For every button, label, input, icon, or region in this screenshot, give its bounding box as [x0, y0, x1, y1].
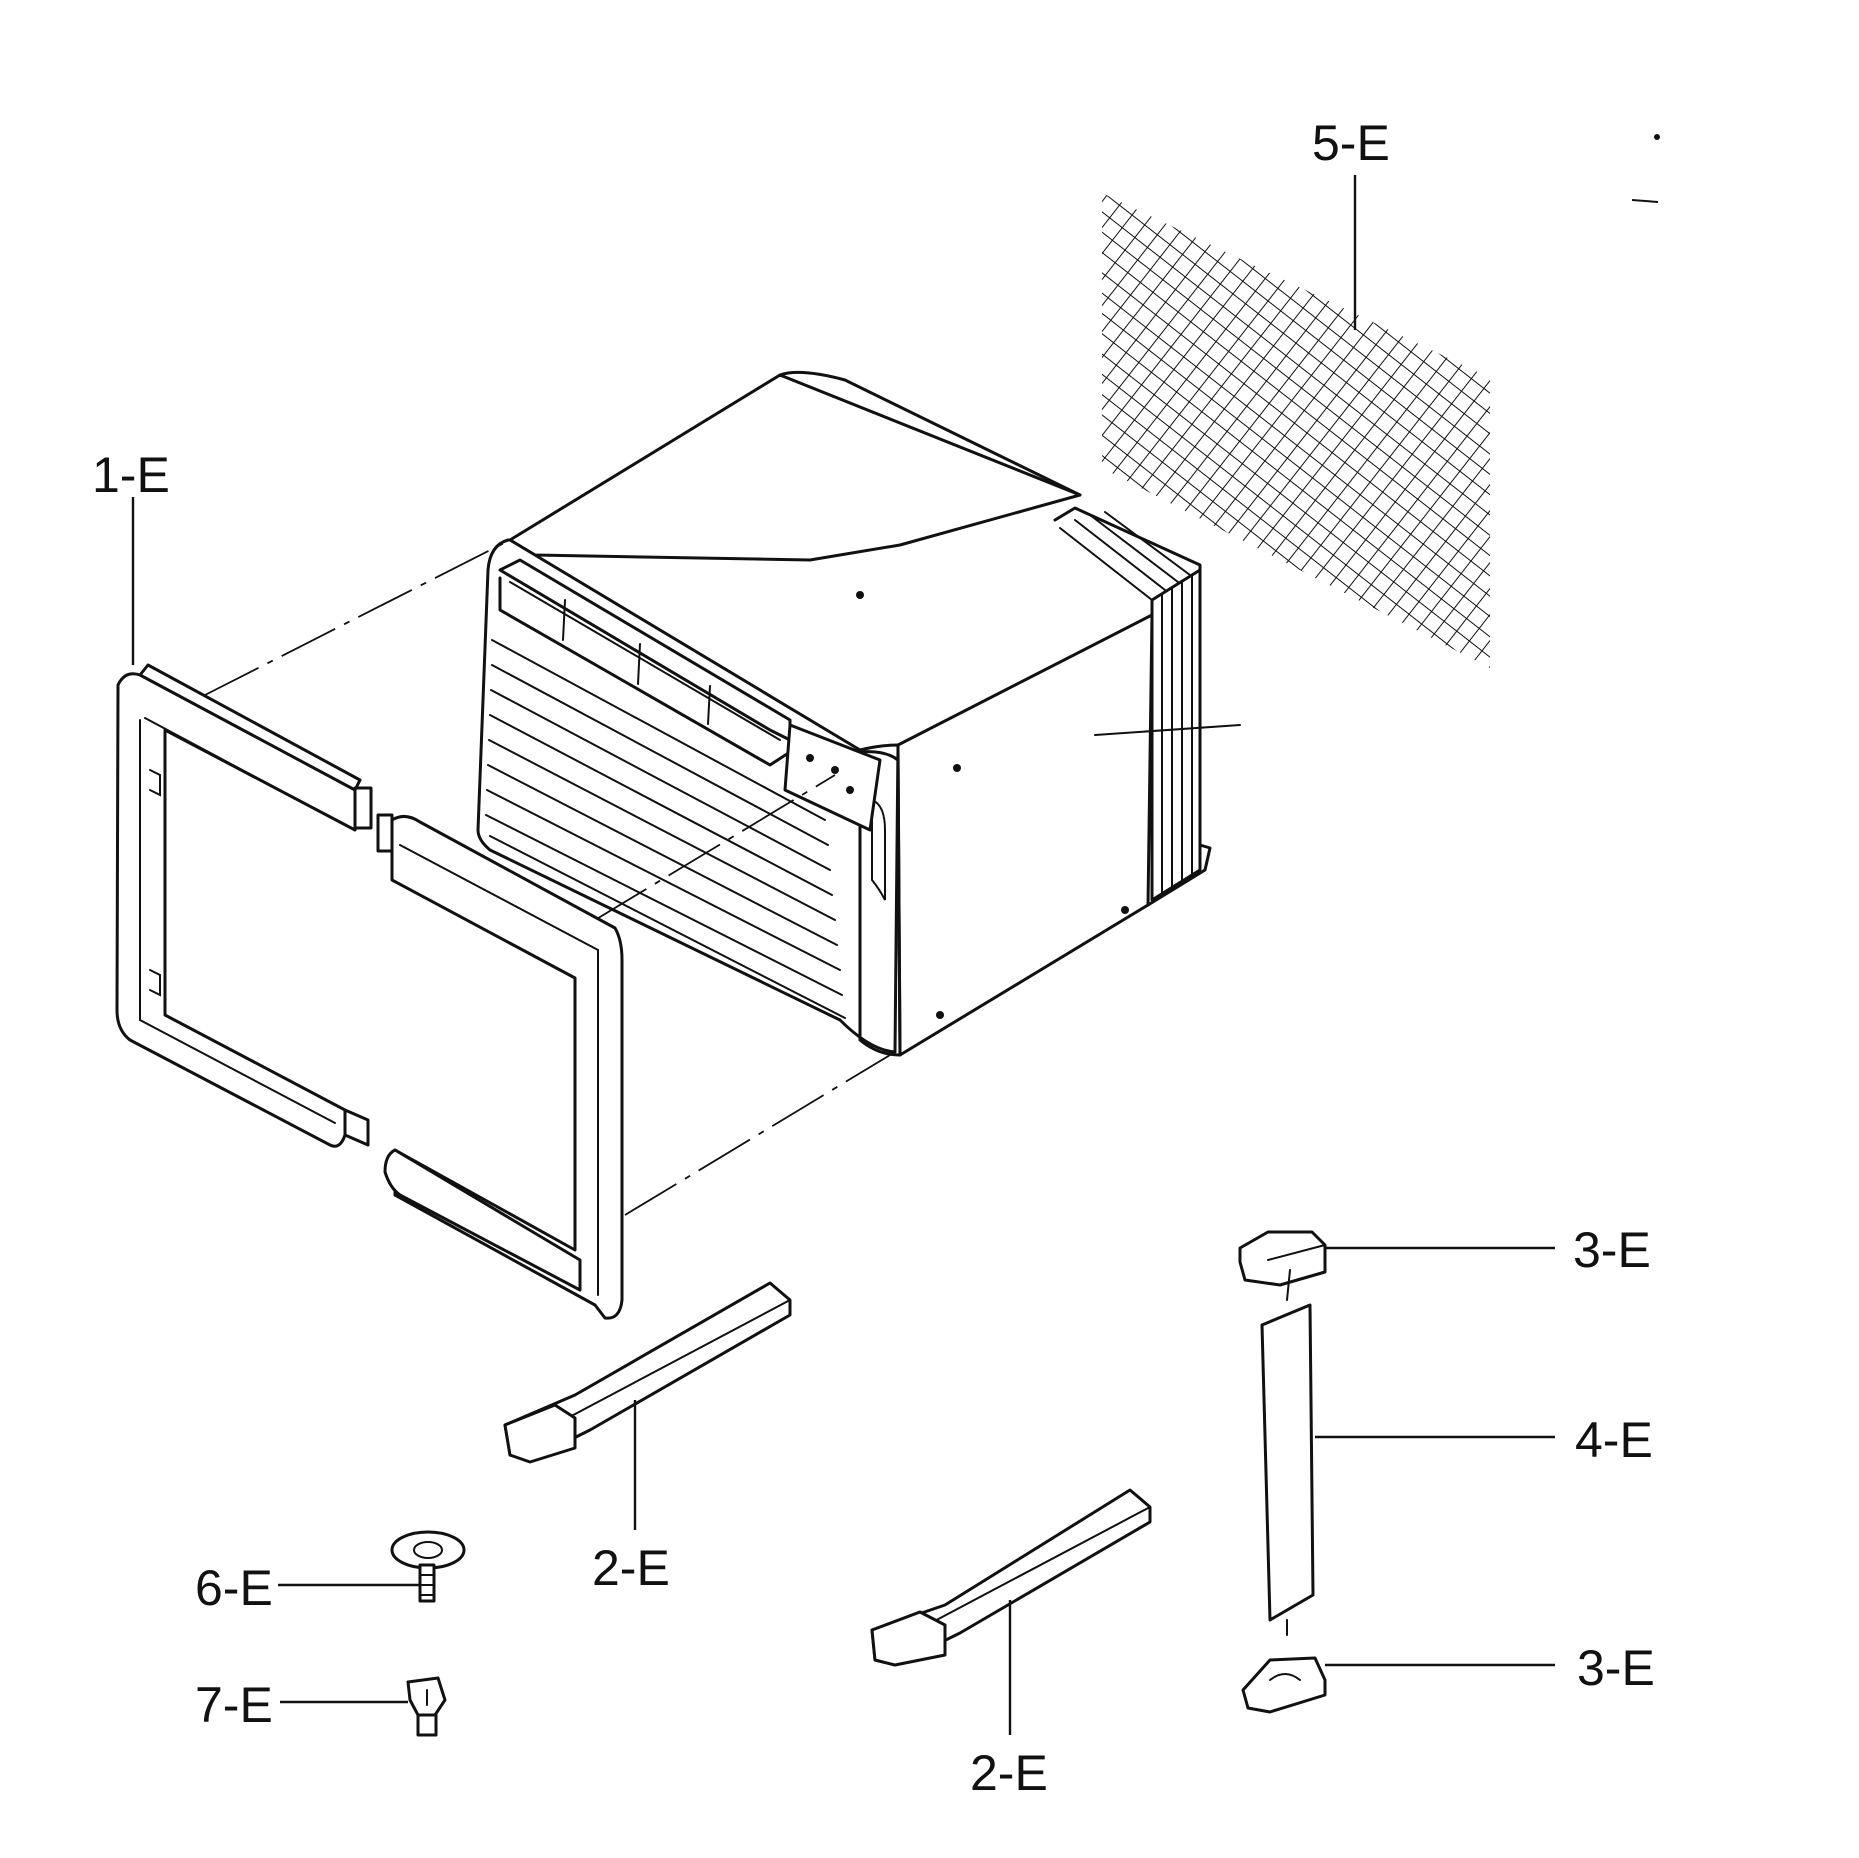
screw-icon — [390, 1530, 466, 1603]
corner-block-bottom — [1241, 1656, 1327, 1714]
side-panel — [1260, 1269, 1315, 1636]
label-part-7e: 7-E — [195, 1677, 273, 1733]
leader-lines — [131, 175, 1555, 1735]
label-part-6e: 6-E — [195, 1560, 273, 1616]
corner-block-top — [1238, 1230, 1327, 1287]
front-grille — [485, 639, 846, 1019]
rear-coil — [1053, 506, 1212, 907]
scan-speck — [859, 594, 861, 596]
scan-speck — [1631, 199, 1659, 203]
label-part-3e-upper: 3-E — [1573, 1222, 1651, 1278]
label-part-1e: 1-E — [92, 447, 170, 503]
window-frame-assembly — [115, 663, 624, 1320]
alignment-lines — [204, 539, 1241, 1216]
support-rail-2 — [870, 1488, 1152, 1667]
label-part-3e-lower: 3-E — [1577, 1640, 1655, 1696]
air-conditioner-unit — [476, 370, 1212, 1057]
label-part-4e: 4-E — [1575, 1412, 1653, 1468]
label-part-2e-lower: 2-E — [970, 1745, 1048, 1801]
support-rail-1 — [503, 1281, 792, 1464]
label-part-5e: 5-E — [1312, 115, 1390, 171]
label-part-2e-upper: 2-E — [592, 1540, 670, 1596]
scan-speck — [1654, 134, 1660, 140]
clip-icon — [406, 1676, 447, 1737]
